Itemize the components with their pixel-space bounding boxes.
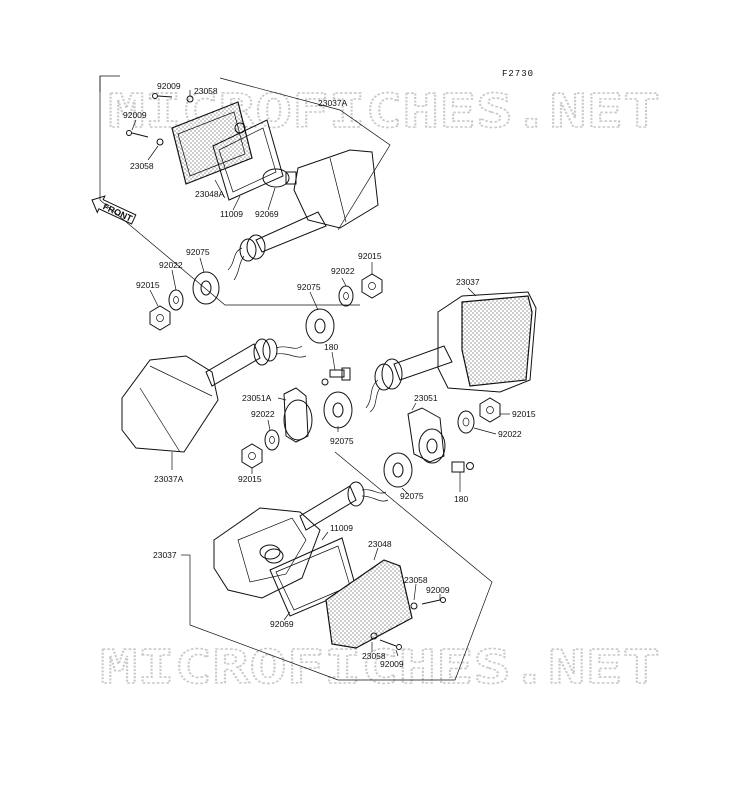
nut-92015-a bbox=[149, 305, 171, 331]
grommet-92075-a bbox=[192, 271, 220, 305]
label-23037A: 23037A bbox=[318, 98, 348, 108]
label-23037: 23037 bbox=[456, 277, 480, 287]
bottom-assembly-bracket bbox=[189, 451, 493, 681]
label-23058: 23058 bbox=[404, 575, 428, 585]
label-92022: 92022 bbox=[251, 409, 275, 419]
top-lens-23048A bbox=[171, 101, 253, 185]
label-92015: 92015 bbox=[136, 280, 160, 290]
label-23058: 23058 bbox=[194, 86, 218, 96]
bottom-bulb-92069 bbox=[264, 548, 284, 564]
label-92069: 92069 bbox=[255, 209, 279, 219]
top-gasket-11009 bbox=[212, 119, 284, 201]
top-housing-23037A bbox=[227, 149, 379, 281]
label-92015: 92015 bbox=[238, 474, 262, 484]
washer-92022-a bbox=[168, 289, 184, 311]
bottom-screw-92009-c bbox=[410, 597, 446, 610]
bolt-180-b bbox=[451, 461, 474, 473]
washer-92022-d bbox=[457, 410, 475, 434]
label-92022: 92022 bbox=[498, 429, 522, 439]
left-signal-23037A bbox=[121, 338, 307, 453]
label-23048: 23048 bbox=[368, 539, 392, 549]
label-92075: 92075 bbox=[297, 282, 321, 292]
label-92075: 92075 bbox=[186, 247, 210, 257]
label-92075: 92075 bbox=[400, 491, 424, 501]
label-23037A: 23037A bbox=[154, 474, 184, 484]
label-23058: 23058 bbox=[130, 161, 154, 171]
washer-92022-b bbox=[338, 285, 354, 307]
bottom-housing-23037 bbox=[213, 481, 389, 599]
label-23048A: 23048A bbox=[195, 189, 225, 199]
watermark-bottom: MICROFICHES.NET bbox=[100, 640, 660, 694]
nut-92015-d bbox=[241, 443, 263, 469]
leader-lines bbox=[131, 90, 510, 657]
label-92009: 92009 bbox=[380, 659, 404, 669]
front-label: FRONT bbox=[101, 201, 134, 223]
label-11009: 11009 bbox=[220, 209, 243, 219]
grommet-92075-d bbox=[383, 452, 413, 488]
top-assembly-bracket bbox=[99, 75, 391, 306]
label-23051: 23051 bbox=[414, 393, 438, 403]
label-92022: 92022 bbox=[159, 260, 183, 270]
label-23058: 23058 bbox=[362, 651, 386, 661]
top-screw-92009-b bbox=[126, 130, 164, 146]
right-signal-23037 bbox=[365, 291, 537, 413]
bracket-23051A bbox=[283, 387, 313, 443]
bracket-23051 bbox=[407, 407, 446, 464]
nut-92015-b bbox=[361, 273, 383, 299]
label-92009: 92009 bbox=[123, 110, 147, 120]
grommet-92075-c bbox=[323, 391, 353, 429]
label-92022: 92022 bbox=[331, 266, 355, 276]
grommet-92075-b bbox=[305, 308, 335, 344]
bolt-180-a bbox=[321, 367, 351, 386]
washer-92022-c bbox=[264, 429, 280, 451]
label-92015: 92015 bbox=[512, 409, 536, 419]
label-92075: 92075 bbox=[330, 436, 354, 446]
label-180: 180 bbox=[324, 342, 338, 352]
bottom-lens-23048 bbox=[325, 559, 413, 649]
label-92009: 92009 bbox=[157, 81, 181, 91]
figure-code: F2730 bbox=[502, 69, 534, 79]
label-11009: 11009 bbox=[330, 523, 353, 533]
front-arrow-icon: FRONT bbox=[91, 195, 137, 225]
nut-92015-c bbox=[479, 397, 501, 423]
label-92009: 92009 bbox=[426, 585, 450, 595]
label-180: 180 bbox=[454, 494, 468, 504]
label-23037: 23037 bbox=[153, 550, 177, 560]
label-23051A: 23051A bbox=[242, 393, 272, 403]
bottom-screw-92009-d bbox=[370, 632, 402, 650]
label-92015: 92015 bbox=[358, 251, 382, 261]
label-92069: 92069 bbox=[270, 619, 294, 629]
